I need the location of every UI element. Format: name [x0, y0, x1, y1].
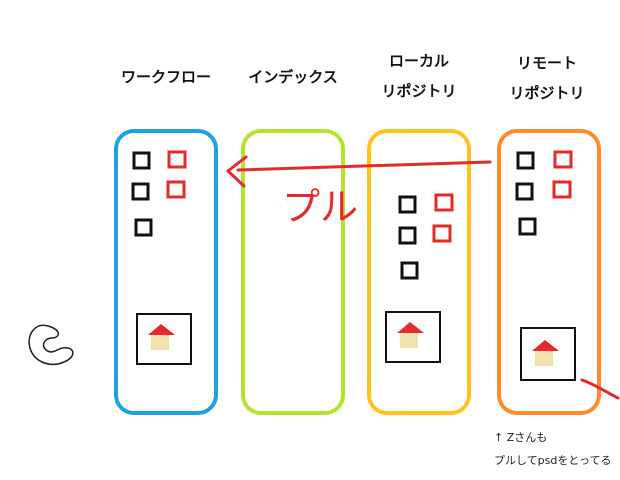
local-files	[398, 193, 454, 280]
file-black-icon	[134, 218, 153, 237]
red-mark	[580, 378, 620, 400]
file-black-icon	[398, 195, 417, 214]
file-black-icon	[516, 151, 535, 170]
local-house-icon	[385, 311, 441, 363]
workflow-label: ワークフロー	[120, 68, 211, 86]
file-black-icon	[398, 226, 417, 245]
remote-repository-label-line2: リポジトリ	[509, 84, 585, 102]
file-red-icon	[553, 150, 573, 169]
local-repository-label-line1: ローカル	[388, 52, 449, 70]
remote-house-icon	[520, 327, 576, 381]
file-red-icon	[552, 180, 572, 199]
remote-repository-label-line1: リモート	[516, 54, 577, 72]
note-line2: プルしてpsdをとってる	[494, 454, 612, 467]
remote-files	[515, 150, 573, 236]
file-red-icon	[432, 224, 452, 243]
index-column	[241, 129, 345, 415]
file-black-icon	[515, 182, 534, 201]
workflow-house-icon	[136, 313, 192, 365]
pull-arrow	[226, 155, 492, 188]
file-red-icon	[167, 150, 187, 169]
workflow-column	[114, 129, 218, 415]
file-red-icon	[434, 193, 454, 212]
file-red-icon	[166, 180, 186, 199]
local-repository-column	[367, 129, 471, 415]
file-black-icon	[400, 261, 419, 280]
remote-repository-column	[497, 129, 601, 415]
workflow-files	[131, 150, 187, 237]
file-black-icon	[131, 182, 150, 201]
scribble-doodle	[28, 324, 74, 366]
index-label: インデックス	[248, 68, 338, 86]
file-black-icon	[132, 151, 151, 170]
note-line1: ↑ Zさんも	[494, 431, 548, 444]
pull-label: プル	[282, 185, 359, 229]
file-black-icon	[518, 217, 537, 236]
local-repository-label-line2: リポジトリ	[381, 82, 457, 100]
